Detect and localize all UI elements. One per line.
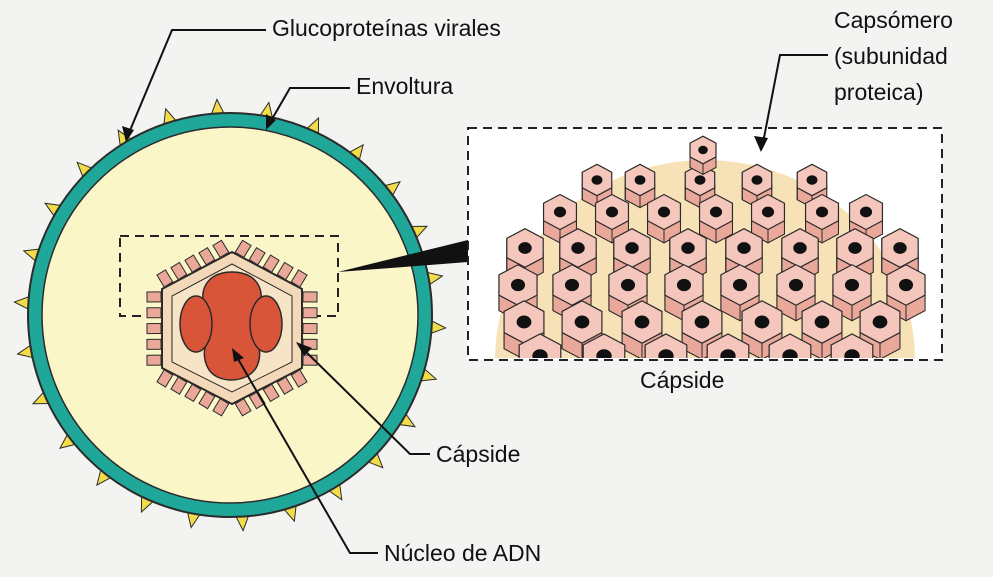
capsomere — [690, 136, 716, 174]
capsomere-block — [147, 324, 161, 334]
capsomere-block — [303, 292, 317, 302]
capsomere — [831, 334, 873, 395]
label-capsomere-3: proteica) — [834, 78, 923, 106]
capsomere — [700, 195, 733, 243]
label-dna-core: Núcleo de ADN — [384, 539, 541, 567]
capsomere — [583, 334, 625, 395]
label-capsid-detail: Cápside — [640, 366, 724, 394]
label-capsomere-2: (subunidad — [834, 42, 948, 70]
capsomere-block — [147, 308, 161, 318]
capsomere — [625, 164, 654, 207]
label-glycoproteins: Glucoproteínas virales — [272, 14, 501, 42]
capsomere-block — [147, 292, 161, 302]
label-envelope: Envoltura — [356, 72, 453, 100]
capsomere — [769, 334, 811, 395]
dna-core-left — [180, 296, 212, 352]
label-capsid: Cápside — [436, 440, 520, 468]
capsomere-block — [303, 308, 317, 318]
capsomere-block — [303, 324, 317, 334]
capsomere-block — [147, 355, 161, 365]
capsomere — [519, 334, 561, 395]
dna-core-right — [250, 296, 282, 352]
capsomere-block — [147, 339, 161, 349]
label-capsomere-1: Capsómero — [834, 6, 953, 34]
